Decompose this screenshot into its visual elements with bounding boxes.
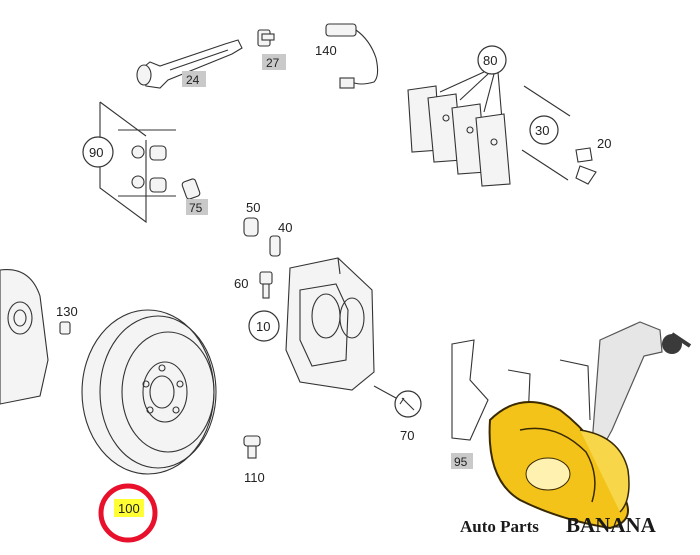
spring-20-drawing [575,147,597,185]
label-24-bg [182,71,206,87]
label-80: 80 [483,53,497,68]
banana-logo [488,321,692,530]
callout-10 [248,310,280,342]
label-95: 95 [454,455,468,469]
seals-drawing [131,145,201,200]
highlight-ring [98,483,158,543]
bolt-130-drawing [59,321,71,335]
label-75-bg [186,199,208,215]
label-30: 30 [535,123,549,138]
callout-90 [82,136,114,168]
brake-pads-drawing [407,71,511,187]
callout-80 [477,45,507,75]
wrench-icon [399,397,415,411]
bleeder-drawing [243,217,281,257]
label-110: 110 [244,470,265,485]
label-95-bg [451,453,473,469]
label-24: 24 [186,73,200,87]
label-90: 90 [89,145,103,160]
bleed-screw-drawing [257,29,275,47]
label-130: 130 [56,304,78,319]
bolt-60-drawing [259,271,273,299]
guide-pins-30-drawing [521,85,571,181]
label-27-bg [262,54,286,70]
callout-30 [529,115,559,145]
label-40: 40 [278,220,292,235]
label-50: 50 [246,200,260,215]
label-60: 60 [234,276,248,291]
steering-knuckle-drawing [0,268,49,405]
highlight-label-bg [114,499,144,517]
seal-kit-frame [99,101,176,224]
label-70: 70 [400,428,414,443]
guide-pin-drawing [136,39,243,89]
wear-sensor-drawing [325,23,379,89]
caliper-drawing [285,257,375,391]
label-27: 27 [266,56,280,70]
watermark-brand: BANANA [566,513,657,537]
brake-disc-drawing [81,309,217,475]
watermark-prefix: Auto Parts [460,517,539,536]
label-140: 140 [315,43,337,58]
label-20: 20 [597,136,611,151]
label-75: 75 [189,201,203,215]
label-100: 100 [118,501,140,516]
screw-110-drawing [243,435,261,459]
label-10: 10 [256,319,270,334]
